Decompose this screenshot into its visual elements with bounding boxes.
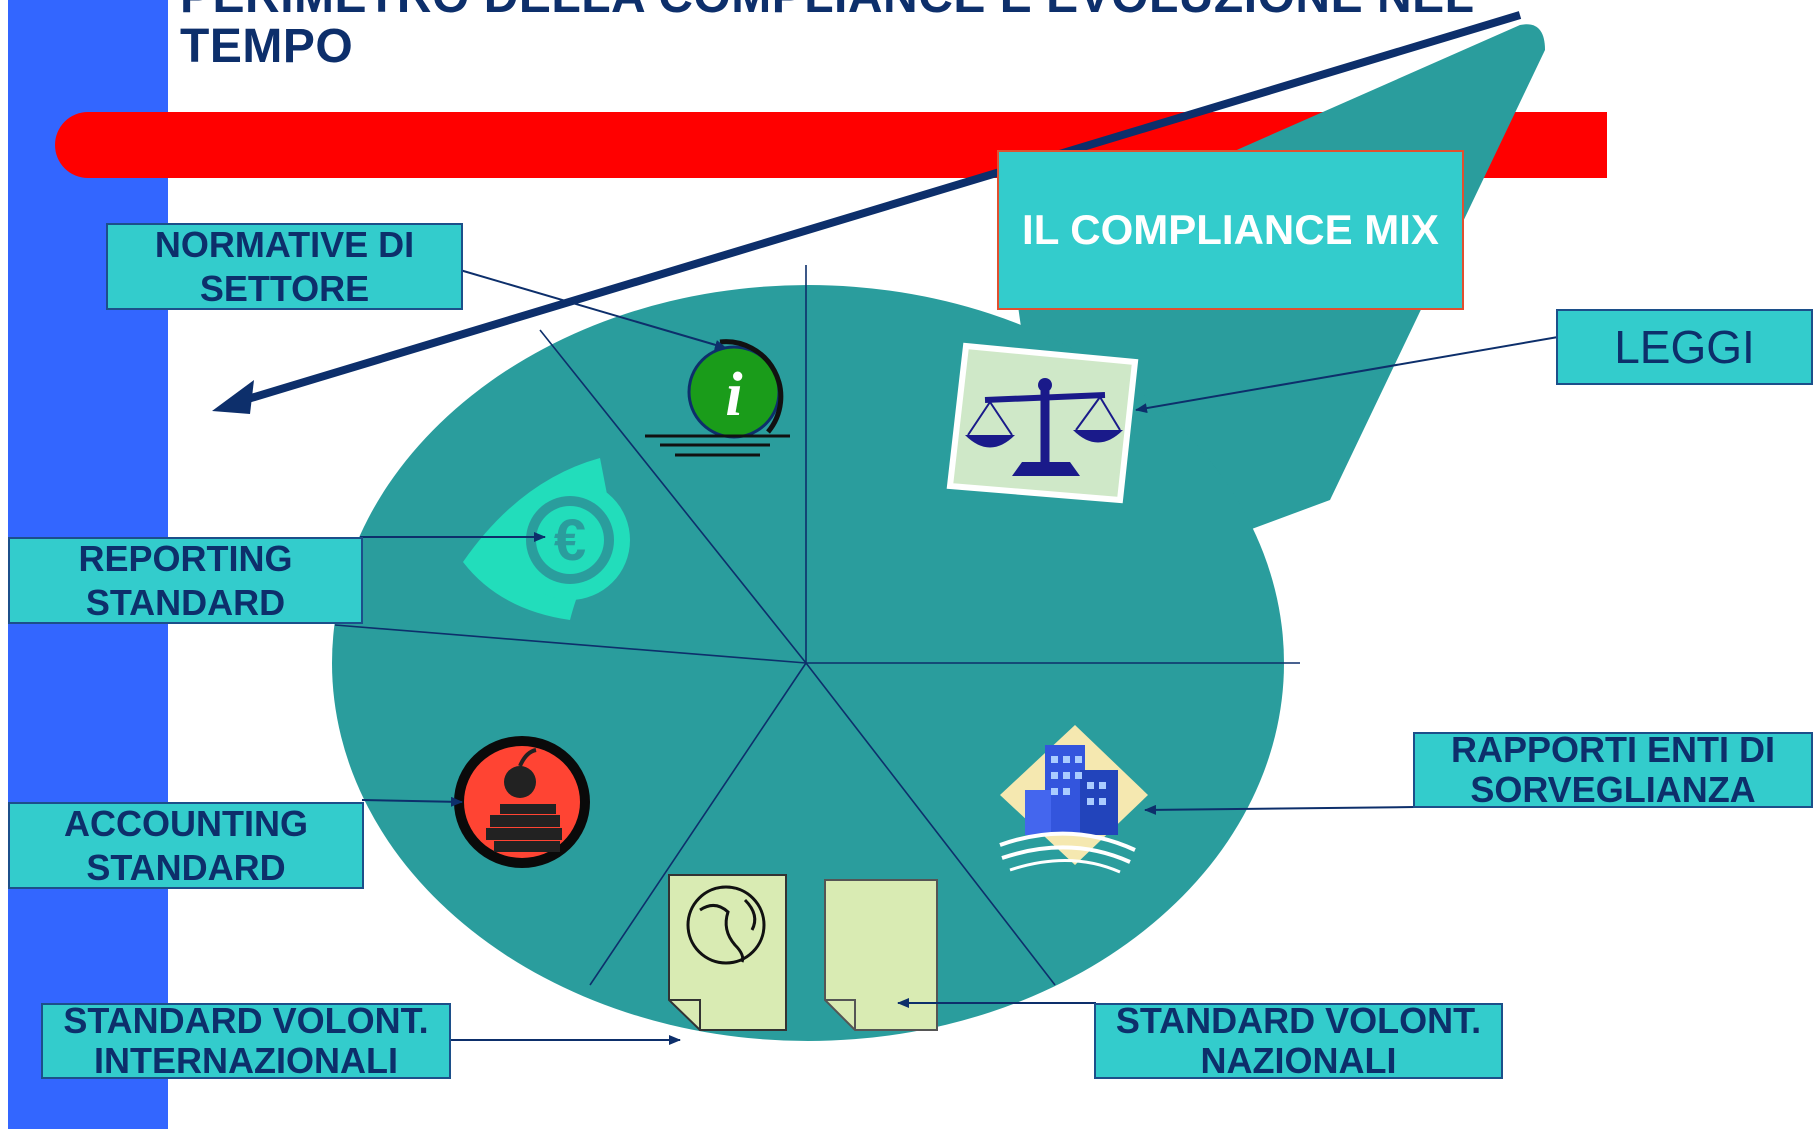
reporting-line-2: STANDARD [85, 581, 286, 623]
svg-text:i: i [725, 361, 742, 429]
accounting-line-2: STANDARD [86, 846, 286, 888]
intl-line-2: INTERNAZIONALI [94, 1040, 398, 1081]
label-standard-volont-nazionali: STANDARD VOLONT. NAZIONALI [1094, 1000, 1503, 1081]
normative-arrow [459, 269, 727, 350]
compliance-mix-label: IL COMPLIANCE MIX [997, 150, 1464, 310]
label-leggi: LEGGI [1556, 309, 1813, 385]
rapporti-line-2: SORVEGLIANZA [1470, 769, 1756, 810]
label-standard-volont-internazionali: STANDARD VOLONT. INTERNAZIONALI [41, 1000, 451, 1081]
buildings-icon [999, 725, 1148, 874]
rapporti-line-1: RAPPORTI ENTI DI [1450, 729, 1776, 770]
intl-line-1: STANDARD VOLONT. [63, 1000, 429, 1041]
accounting-arrow [361, 796, 463, 807]
accounting-line-1: ACCOUNTING [64, 802, 308, 844]
slide-title: PERIMETRO DELLA COMPLIANCE E EVOLUZIONE … [180, 0, 1780, 72]
info-icon: i [645, 339, 790, 457]
evolution-arrow [226, 11, 1522, 409]
naz-line-1: STANDARD VOLONT. [1115, 1000, 1482, 1041]
document-icon [824, 879, 938, 1031]
leggi-arrow [1135, 336, 1559, 414]
connector-arrows [360, 269, 1559, 1045]
svg-text:€: € [554, 508, 586, 573]
reporting-line-1: REPORTING [78, 537, 293, 579]
label-rapporti-enti-di-sorveglianza: RAPPORTI ENTI DI SORVEGLIANZA [1413, 729, 1813, 810]
rapporti-arrow [1144, 804, 1416, 815]
label-normative-di-settore: NORMATIVE DI SETTORE [106, 223, 463, 310]
pie-dividers [334, 265, 1300, 986]
globe-document-icon [668, 874, 787, 1031]
title-line-2: TEMPO [180, 20, 354, 72]
books-apple-icon [454, 736, 590, 868]
normative-line-1: NORMATIVE DI [154, 223, 415, 265]
evolution-arrowhead [212, 380, 254, 414]
title-line-1: PERIMETRO DELLA COMPLIANCE E EVOLUZIONE … [180, 0, 1780, 22]
label-accounting-standard: ACCOUNTING STANDARD [8, 802, 364, 889]
naz-line-2: NAZIONALI [1200, 1040, 1397, 1081]
normative-line-2: SETTORE [199, 267, 370, 309]
label-reporting-standard: REPORTING STANDARD [8, 537, 363, 624]
scales-of-justice-icon [946, 342, 1139, 504]
